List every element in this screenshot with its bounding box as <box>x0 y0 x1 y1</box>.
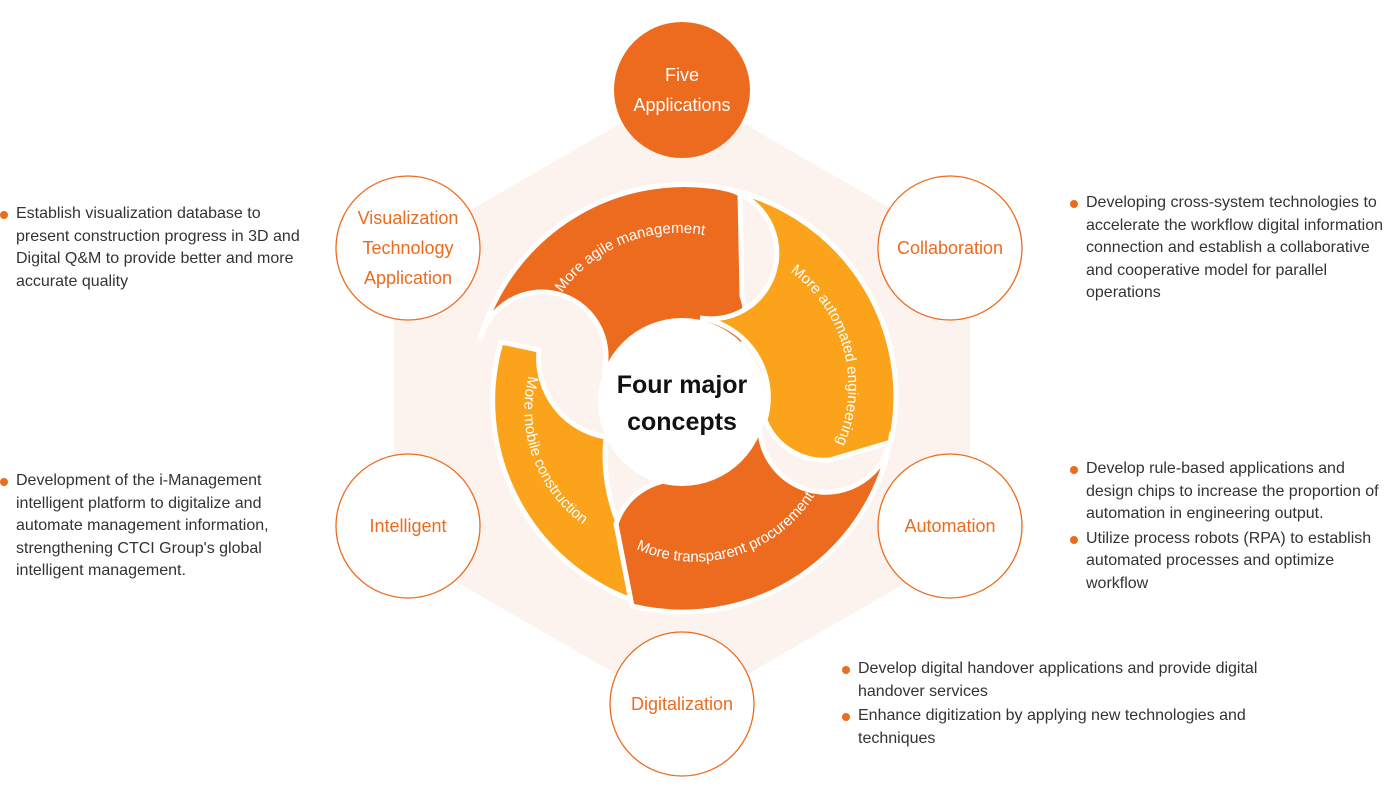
description-item: Establish visualization database to pres… <box>0 203 300 293</box>
description-item: Develop rule-based applications and desi… <box>1070 458 1396 526</box>
desc-visualization: Establish visualization database to pres… <box>0 203 300 295</box>
concept-ring <box>477 182 899 615</box>
bullet-icon <box>842 666 850 674</box>
description-item: Developing cross-system technologies to … <box>1070 192 1396 305</box>
node-collaboration <box>877 175 1023 321</box>
desc-intelligent: Development of the i-Management intellig… <box>0 470 300 585</box>
label-automation: Automation <box>904 516 996 536</box>
description-item: Enhance digitization by applying new tec… <box>842 705 1262 750</box>
bullet-icon <box>1070 535 1078 544</box>
desc-digitalization: Develop digital handover applications an… <box>842 658 1262 752</box>
bullet-icon <box>842 713 850 721</box>
bullet-icon <box>0 478 8 486</box>
center-title: Four major concepts <box>616 371 748 436</box>
segment-more-automated-engineering <box>699 185 899 463</box>
bullet-icon <box>0 211 8 219</box>
node-visualization <box>335 175 481 321</box>
description-item: Development of the i-Management intellig… <box>0 470 300 583</box>
node-intelligent <box>335 453 481 599</box>
label-digitalization: Digitalization <box>630 694 734 714</box>
description-item: Develop digital handover applications an… <box>842 658 1262 703</box>
node-five-applications <box>614 22 750 158</box>
label-collaboration: Collaboration <box>896 238 1004 258</box>
desc-automation: Develop rule-based applications and desi… <box>1070 458 1396 597</box>
center-circle <box>598 318 766 486</box>
label-intelligent: Intelligent <box>369 516 447 536</box>
label-five-applications: Five Applications <box>633 65 731 115</box>
node-digitalization <box>609 631 755 777</box>
label-visualization: Visualization Technology Application <box>357 208 459 288</box>
description-item: Utilize process robots (RPA) to establis… <box>1070 528 1396 596</box>
desc-collaboration: Developing cross-system technologies to … <box>1070 192 1396 307</box>
bullet-icon <box>1070 200 1078 208</box>
node-automation <box>877 453 1023 599</box>
bullet-icon <box>1070 466 1078 474</box>
